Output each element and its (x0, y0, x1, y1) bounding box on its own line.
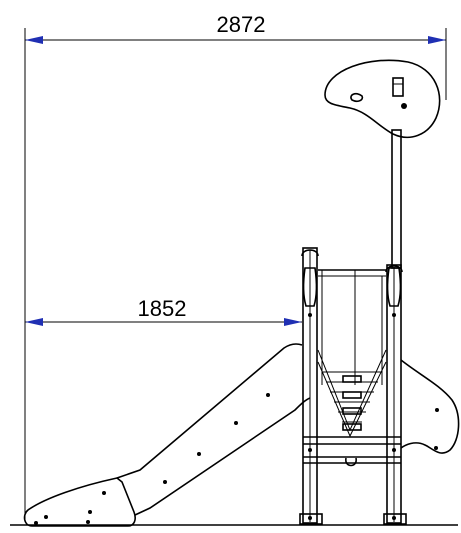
slide-length-label: 1852 (138, 296, 187, 321)
overall-width-label: 2872 (217, 12, 266, 37)
overall-width-dimension: 2872 (25, 12, 446, 44)
sign-pole (324, 59, 441, 269)
climbing-net (317, 349, 387, 467)
slide (23, 343, 311, 527)
slide-length-dimension: 1852 (25, 296, 302, 326)
tower-frame (299, 247, 407, 525)
side-panel (400, 359, 460, 454)
